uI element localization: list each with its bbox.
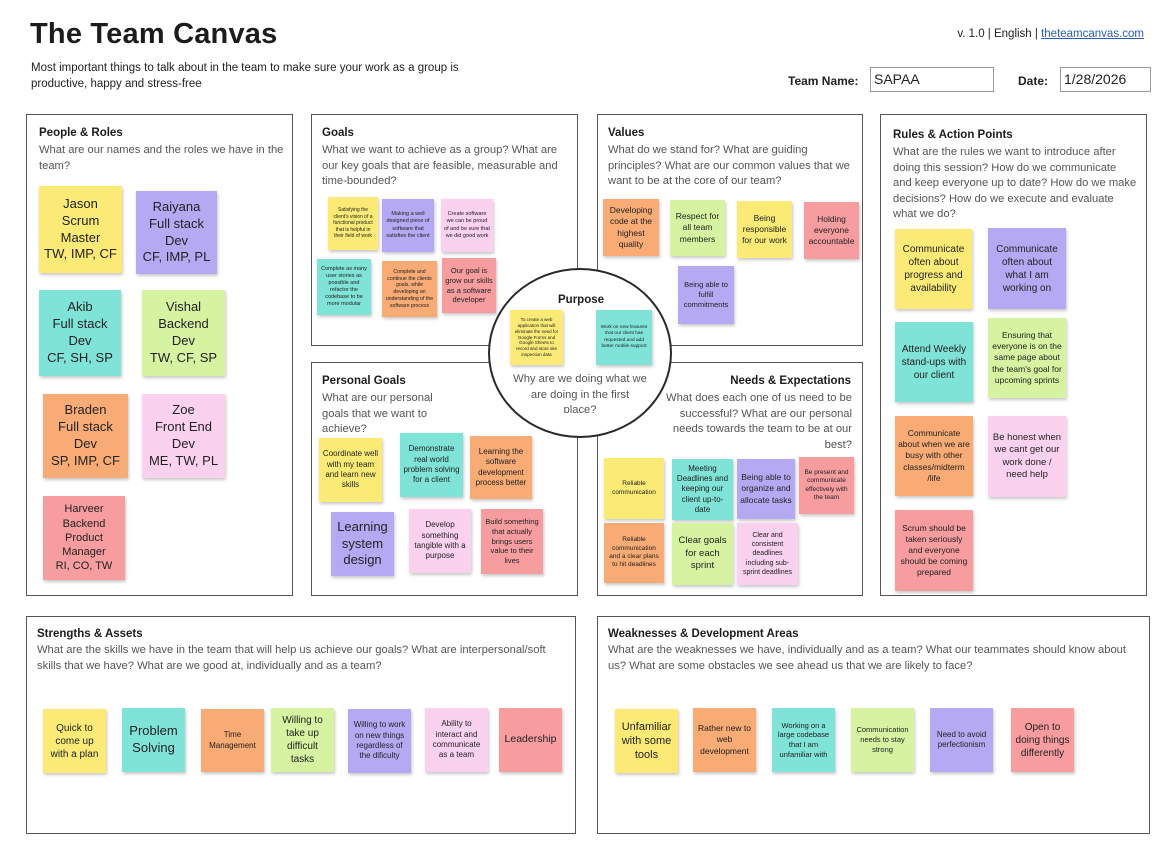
rules-note[interactable]: Be honest when we cant get our work done… xyxy=(988,416,1066,497)
personal-goals-note[interactable]: Develop something tangible with a purpos… xyxy=(409,509,471,573)
people-note[interactable]: Harveer Backend Product Manager RI, CO, … xyxy=(43,496,125,580)
people-note[interactable]: Braden Full stack Dev SP, IMP, CF xyxy=(43,394,128,478)
version-language: v. 1.0 | English | xyxy=(957,28,1042,40)
weaknesses-title: Weaknesses & Development Areas xyxy=(608,628,799,640)
rules-note[interactable]: Communicate about when we are busy with … xyxy=(895,416,973,496)
strengths-note[interactable]: Willing to take up difficult tasks xyxy=(271,708,334,772)
goals-note[interactable]: Our goal is grow our skills as a softwar… xyxy=(442,258,496,313)
values-note[interactable]: Holding everyone accountable xyxy=(804,202,859,259)
weaknesses-note[interactable]: Communication needs to stay strong xyxy=(851,708,914,772)
page-title: The Team Canvas xyxy=(30,18,278,50)
strengths-note[interactable]: Problem Solving xyxy=(122,708,185,772)
values-title: Values xyxy=(608,127,645,139)
rules-note[interactable]: Ensuring that everyone is on the same pa… xyxy=(988,318,1066,398)
rules-note[interactable]: Communicate often about progress and ava… xyxy=(895,229,972,309)
purpose-desc: Why are we doing what we are doing in th… xyxy=(513,373,647,413)
people-note[interactable]: Jason Scrum Master TW, IMP, CF xyxy=(39,186,122,273)
page-subtitle: Most important things to talk about in t… xyxy=(31,62,459,90)
values-note[interactable]: Being able to fulfill commitments xyxy=(678,266,734,324)
people-roles-desc: What are our names and the roles we have… xyxy=(39,144,284,172)
strengths-desc: What are the skills we have in the team … xyxy=(37,644,546,672)
weaknesses-note[interactable]: Rather new to web development xyxy=(693,708,756,772)
strengths-note[interactable]: Willing to work on new things regardless… xyxy=(348,709,411,773)
needs-desc: What does each one of us need to be succ… xyxy=(666,392,852,451)
needs-note[interactable]: Clear and consistent deadlines including… xyxy=(737,523,798,585)
needs-note[interactable]: Meeting Deadlines and keeping our client… xyxy=(672,459,733,520)
people-note[interactable]: Raiyana Full stack Dev CF, IMP, PL xyxy=(136,191,217,274)
weaknesses-note[interactable]: Unfamiliar with some tools xyxy=(615,709,678,773)
needs-note[interactable]: Reliable communication and a clear plans… xyxy=(604,523,664,583)
rules-note[interactable]: Scrum should be taken seriously and ever… xyxy=(895,510,973,591)
personal-goals-desc: What are our personal goals that we want… xyxy=(322,392,433,435)
strengths-note[interactable]: Quick to come up with a plan xyxy=(43,709,106,773)
personal-goals-note[interactable]: Demonstrate real world problem solving f… xyxy=(400,433,463,497)
personal-goals-title: Personal Goals xyxy=(322,375,406,387)
values-note[interactable]: Being responsible for our work xyxy=(737,201,792,258)
team-name-field[interactable]: SAPAA xyxy=(870,67,994,92)
needs-note[interactable]: Reliable communication xyxy=(604,458,664,519)
needs-title: Needs & Expectations xyxy=(730,375,851,387)
personal-goals-note[interactable]: Learning the software development proces… xyxy=(470,436,532,499)
site-link[interactable]: theteamcanvas.com xyxy=(1041,28,1144,40)
goals-note[interactable]: Complete as many user stories as possibl… xyxy=(317,259,371,315)
personal-goals-note[interactable]: Learning system design xyxy=(331,512,394,576)
weaknesses-desc: What are the weaknesses we have, individ… xyxy=(608,644,1127,672)
values-desc: What do we stand for? What are guiding p… xyxy=(608,144,850,187)
personal-goals-note[interactable]: Coordinate well with my team and learn n… xyxy=(319,438,382,502)
strengths-title: Strengths & Assets xyxy=(37,628,143,640)
rules-note[interactable]: Attend Weekly stand-ups with our client xyxy=(895,322,973,402)
personal-goals-note[interactable]: Build something that actually brings use… xyxy=(481,509,543,574)
date-field[interactable]: 1/28/2026 xyxy=(1060,67,1151,92)
goals-note[interactable]: Making a well designed piece of software… xyxy=(382,199,434,252)
values-note[interactable]: Developing code at the highest quality xyxy=(603,199,659,256)
purpose-note[interactable]: Work on new features that our client has… xyxy=(596,310,652,365)
purpose-title: Purpose xyxy=(558,294,605,306)
rules-desc: What are the rules we want to introduce … xyxy=(893,146,1137,220)
people-note[interactable]: Zoe Front End Dev ME, TW, PL xyxy=(142,394,225,478)
version-info: v. 1.0 | English | theteamcanvas.com xyxy=(957,28,1144,40)
weaknesses-note[interactable]: Working on a large codebase that I am un… xyxy=(772,708,835,772)
goals-title: Goals xyxy=(322,127,354,139)
people-note[interactable]: Vishal Backend Dev TW, CF, SP xyxy=(142,290,225,376)
rules-title: Rules & Action Points xyxy=(893,129,1013,141)
strengths-note[interactable]: Time Management xyxy=(201,709,264,772)
goals-note[interactable]: Satisfying the client's vision of a func… xyxy=(328,197,378,250)
people-roles-title: People & Roles xyxy=(39,127,123,139)
goals-desc: What we want to achieve as a group? What… xyxy=(322,144,558,187)
needs-note[interactable]: Being able to organize and allocate task… xyxy=(737,459,795,519)
strengths-note[interactable]: Ability to interact and communicate as a… xyxy=(425,708,488,772)
strengths-note[interactable]: Leadership xyxy=(499,708,562,772)
weaknesses-note[interactable]: Open to doing things differently xyxy=(1011,708,1074,772)
rules-note[interactable]: Communicate often about what I am workin… xyxy=(988,228,1066,309)
team-name-label: Team Name: xyxy=(788,74,859,88)
date-label: Date: xyxy=(1018,74,1049,88)
values-note[interactable]: Respect for all team members xyxy=(670,200,725,256)
needs-note[interactable]: Be present and communicate effectively w… xyxy=(799,457,854,514)
goals-note[interactable]: Create software we can be proud of and b… xyxy=(441,199,493,252)
needs-note[interactable]: Clear goals for each sprint xyxy=(672,523,733,585)
people-note[interactable]: Akib Full stack Dev CF, SH, SP xyxy=(39,290,121,376)
weaknesses-note[interactable]: Need to avoid perfectionism xyxy=(930,708,993,772)
purpose-note[interactable]: To create a web application that will el… xyxy=(510,310,563,365)
goals-note[interactable]: Complete and continue the clients goals,… xyxy=(382,261,437,317)
